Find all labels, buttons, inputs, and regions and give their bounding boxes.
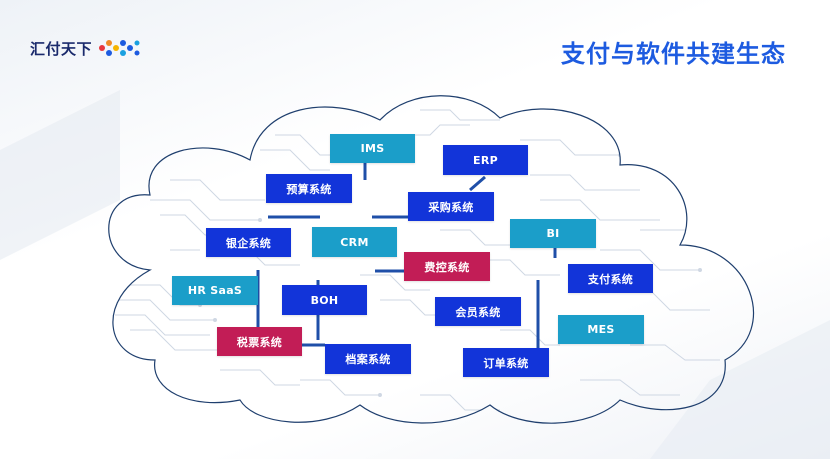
node-crm: CRM xyxy=(312,227,397,257)
node-order: 订单系统 xyxy=(463,348,549,377)
logo-text: 汇付天下 xyxy=(30,39,93,58)
node-tax-invoice: 税票系统 xyxy=(217,327,302,356)
logo-mark-icon xyxy=(99,40,140,56)
node-bi: BI xyxy=(510,219,596,248)
node-expense: 费控系统 xyxy=(404,252,490,281)
node-hr-saas: HR SaaS xyxy=(172,276,258,305)
node-bank-enterprise: 银企系统 xyxy=(206,228,291,257)
node-budget: 预算系统 xyxy=(266,174,352,203)
node-payment: 支付系统 xyxy=(568,264,653,293)
node-mes: MES xyxy=(558,315,644,344)
node-archive: 档案系统 xyxy=(325,344,411,374)
node-procurement: 采购系统 xyxy=(408,192,494,221)
node-boh: BOH xyxy=(282,285,367,315)
company-logo: 汇付天下 xyxy=(30,36,142,60)
node-member: 会员系统 xyxy=(435,297,521,326)
page-title: 支付与软件共建生态 xyxy=(561,40,786,68)
node-ims: IMS xyxy=(330,134,415,163)
node-erp: ERP xyxy=(443,145,528,175)
circuit-traces xyxy=(110,109,720,411)
